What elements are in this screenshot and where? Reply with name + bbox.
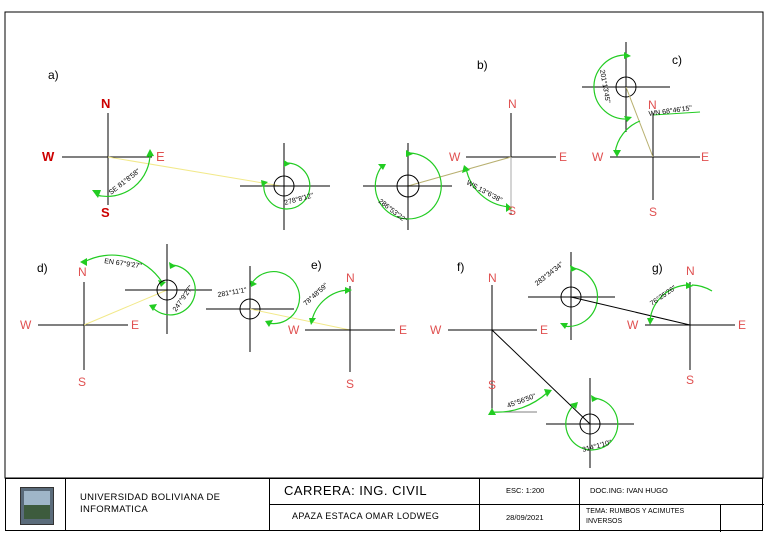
west-label: W bbox=[449, 150, 461, 164]
bearing-label: 78°48'59" bbox=[302, 281, 330, 307]
diagram-g: N S E W 76°25'26" bbox=[570, 264, 746, 387]
university-logo bbox=[20, 487, 54, 525]
bearing-label: 314°1'10" bbox=[581, 438, 613, 454]
bearing-label: 283°34'34" bbox=[533, 260, 565, 287]
section-label-c: c) bbox=[672, 53, 682, 67]
title-block: UNIVERSIDAD BOLIVIANA DE INFORMATICA CAR… bbox=[5, 478, 764, 532]
section-label-g: g) bbox=[652, 261, 663, 275]
north-label: N bbox=[346, 271, 355, 285]
bearing-label: 281°11'1" bbox=[217, 286, 248, 299]
south-label: S bbox=[101, 205, 110, 220]
east-label: E bbox=[131, 318, 139, 332]
author-name: APAZA ESTACA OMAR LODWEG bbox=[292, 511, 440, 521]
west-label: W bbox=[288, 323, 300, 337]
section-label-a: a) bbox=[48, 68, 59, 82]
south-label: S bbox=[686, 373, 694, 387]
scale-label: ESC: 1:200 bbox=[506, 486, 545, 495]
north-label: N bbox=[488, 271, 497, 285]
diagram-d: N S E W EN 67°9'27" 247°9'27" bbox=[20, 244, 212, 389]
diagram-c: 201°13'45" N S E W WN 68°46'15" bbox=[582, 42, 709, 219]
drawing-frame bbox=[4, 11, 764, 479]
career-author-cell: CARRERA: ING. CIVIL APAZA ESTACA OMAR LO… bbox=[270, 479, 480, 530]
bearing-label: 286°53'22" bbox=[377, 197, 409, 224]
north-label: N bbox=[78, 265, 87, 279]
north-label: N bbox=[686, 264, 695, 278]
bearing-label: 247°9'27" bbox=[171, 284, 195, 314]
south-label: S bbox=[488, 378, 496, 392]
west-label: W bbox=[627, 318, 639, 332]
east-label: E bbox=[156, 149, 165, 164]
east-label: E bbox=[701, 150, 709, 164]
section-label-f: f) bbox=[457, 260, 464, 274]
north-label: N bbox=[648, 98, 657, 112]
bearing-label: 76°25'26" bbox=[649, 284, 679, 308]
west-label: W bbox=[42, 149, 55, 164]
date-label: 28/09/2021 bbox=[506, 513, 544, 522]
career-label: CARRERA: ING. CIVIL bbox=[284, 483, 428, 498]
east-label: E bbox=[738, 318, 746, 332]
bearing-label: 278°8'12" bbox=[283, 191, 315, 207]
south-label: S bbox=[78, 375, 86, 389]
scale-date-cell: ESC: 1:200 28/09/2021 bbox=[480, 479, 580, 530]
north-label: N bbox=[101, 96, 110, 111]
logo-cell bbox=[6, 479, 66, 530]
east-label: E bbox=[399, 323, 407, 337]
diagram-b: N S E W WS 13°6'38" 286°53'22" bbox=[363, 97, 567, 230]
south-label: S bbox=[346, 377, 354, 391]
bearing-label: WS 13°6'38" bbox=[465, 179, 504, 205]
topic-label: TEMA: RUMBOS Y ACIMUTES INVERSOS bbox=[586, 508, 685, 525]
north-label: N bbox=[508, 97, 517, 111]
east-label: E bbox=[559, 150, 567, 164]
west-label: W bbox=[430, 323, 442, 337]
diagram-a: N S E W SE 81°8'58" 278°8'12" bbox=[42, 96, 330, 230]
university-cell: UNIVERSIDAD BOLIVIANA DE INFORMATICA bbox=[66, 479, 270, 530]
bearing-label: EN 67°9'27" bbox=[104, 257, 143, 270]
teacher-label: DOC.ING: IVAN HUGO bbox=[590, 486, 668, 495]
west-label: W bbox=[20, 318, 32, 332]
section-label-e: e) bbox=[311, 258, 322, 272]
section-label-b: b) bbox=[477, 58, 488, 72]
south-label: S bbox=[649, 205, 657, 219]
south-label: S bbox=[508, 204, 516, 218]
east-label: E bbox=[540, 323, 548, 337]
diagram-e: 281°11'1" N S E W 78°48'59" bbox=[206, 266, 407, 391]
bearing-label: 45°56'50" bbox=[506, 392, 537, 410]
section-label-d: d) bbox=[37, 261, 48, 275]
west-label: W bbox=[592, 150, 604, 164]
diagram-f: 283°34'34" N S E W 45°56'50" 314°1'10" bbox=[430, 252, 634, 468]
teacher-topic-cell: DOC.ING: IVAN HUGO TEMA: RUMBOS Y ACIMUT… bbox=[580, 479, 764, 532]
university-name: UNIVERSIDAD BOLIVIANA DE INFORMATICA bbox=[80, 492, 221, 515]
